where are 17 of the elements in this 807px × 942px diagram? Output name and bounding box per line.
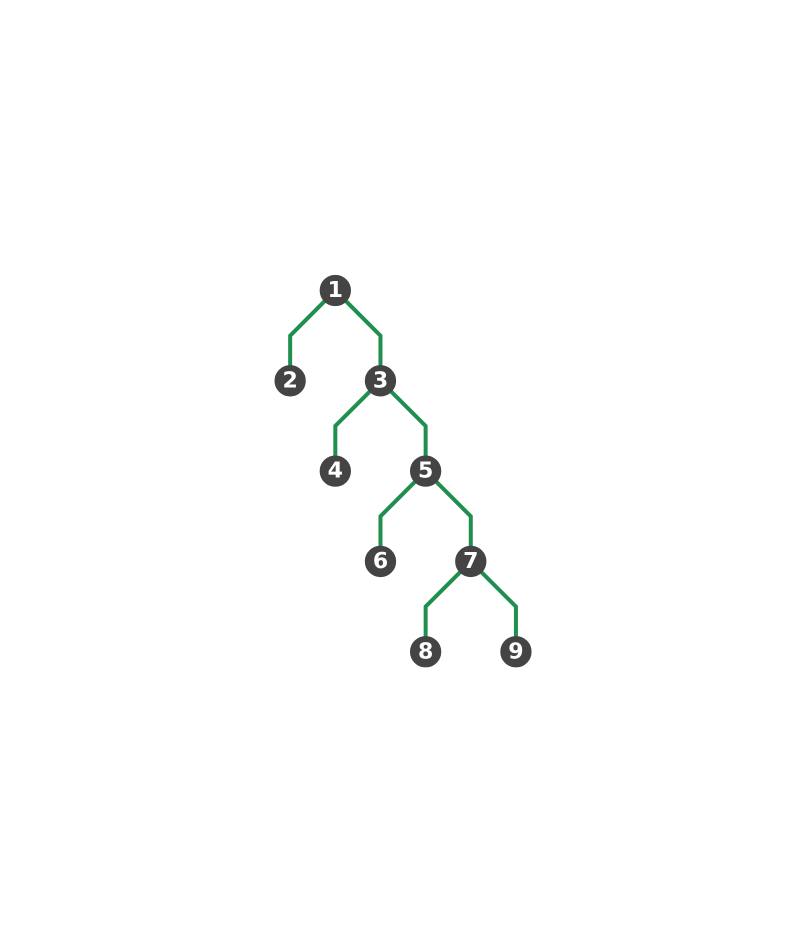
connector — [435, 480, 474, 546]
connector — [288, 300, 326, 366]
node-circle: 3 — [365, 365, 397, 396]
node-circle: 9 — [500, 636, 532, 668]
node-circle: 1 — [320, 274, 352, 306]
node-circle: 6 — [365, 546, 397, 577]
connector — [378, 480, 417, 546]
connector — [424, 570, 462, 636]
node-circle: 8 — [410, 636, 442, 668]
node-circle: 7 — [456, 546, 487, 577]
connector — [390, 390, 428, 456]
node-circle: 2 — [274, 365, 306, 396]
node-circle: 5 — [410, 455, 442, 487]
connector — [480, 570, 518, 636]
node-circle: 4 — [320, 455, 352, 487]
connector — [345, 300, 383, 366]
connector — [334, 390, 372, 456]
